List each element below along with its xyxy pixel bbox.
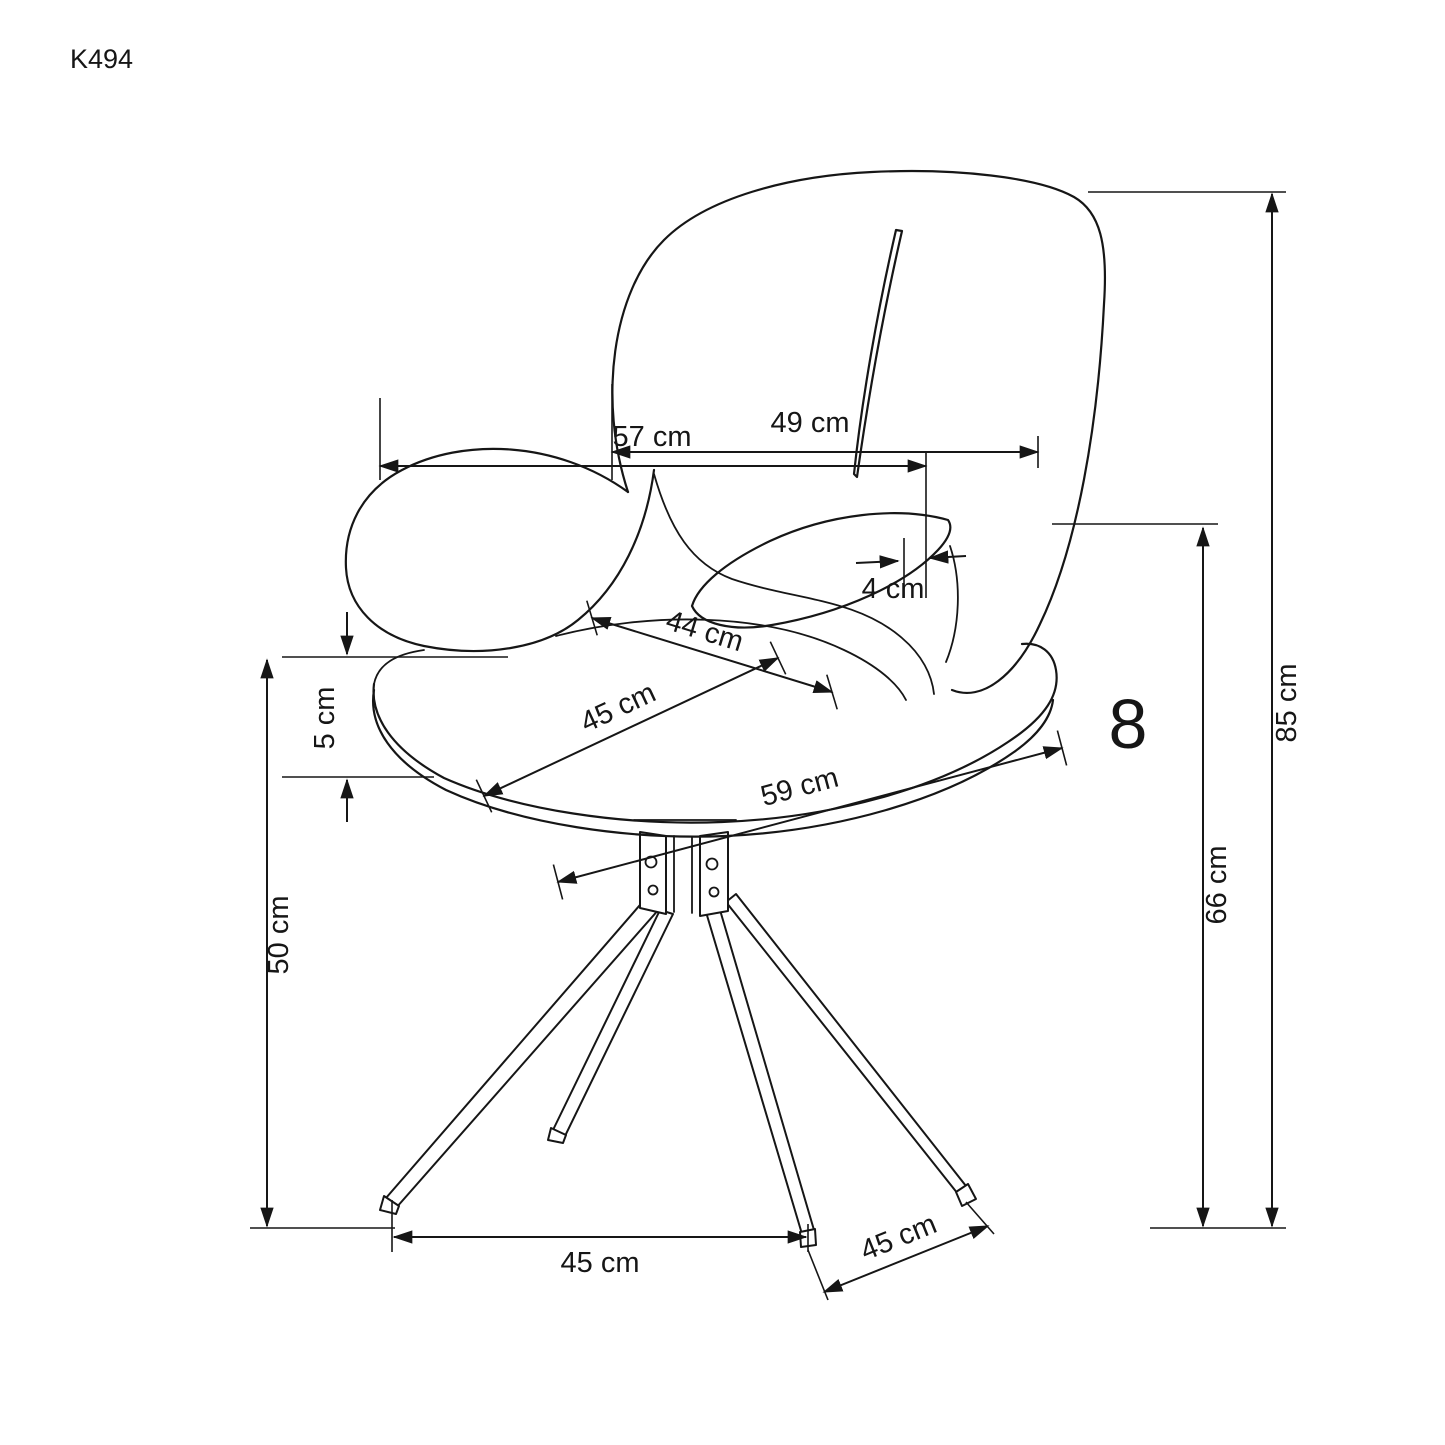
dim-seat-thickness-label: 5 cm [309, 687, 341, 750]
dim-line [556, 746, 1064, 884]
dim-base-width-label: 45 cm [561, 1247, 640, 1279]
dim-seat-height: 50 cm [250, 658, 395, 1229]
seat-rim [372, 642, 1058, 824]
chair-legs [379, 893, 977, 1248]
armrest-right-support [945, 545, 959, 663]
dim-total-depth-label: 59 cm [757, 762, 842, 813]
dim-base-depth-label: 45 cm [856, 1208, 941, 1267]
foot-back-right [955, 1183, 977, 1207]
dim-total-height-label: 85 cm [1271, 664, 1303, 743]
model-code-label: K494 [70, 44, 133, 74]
chair-figure [344, 169, 1107, 1248]
figure-number: 8 [1109, 685, 1148, 763]
dim-base-depth: 45 cm [807, 1201, 995, 1301]
leg-back-right [725, 893, 967, 1195]
dim-base-width: 45 cm [391, 1200, 809, 1279]
dim-seat-thickness: 5 cm [282, 612, 508, 822]
armrest-left [344, 447, 656, 653]
foot-back-left [547, 1127, 567, 1144]
dim-line [822, 1225, 990, 1293]
dim-total-height: 85 cm [1088, 191, 1303, 1229]
dim-arrow-left [855, 555, 900, 569]
dim-line [590, 617, 834, 693]
seat-bottom-edge [372, 688, 1055, 838]
armrest-right [690, 512, 952, 629]
bracket-screw-4 [708, 886, 720, 898]
bracket-left-plate [639, 831, 667, 915]
leg-front-right [705, 909, 815, 1235]
dim-armrest-height: 66 cm [1052, 523, 1233, 1228]
leg-front-left [385, 897, 661, 1209]
dim-seat-depth-label: 44 cm [662, 605, 747, 659]
dim-top-width-label: 57 cm [613, 421, 692, 453]
backrest-stitch-line [852, 228, 904, 479]
dim-total-depth: 59 cm [552, 730, 1068, 900]
dim-armrest-thickness: 4 cm [855, 452, 967, 605]
dim-seat-width: 45 cm [475, 641, 787, 813]
backrest-outline [611, 169, 1107, 694]
bracket-screw-2 [647, 884, 659, 896]
dim-back-width: 49 cm [610, 384, 1040, 480]
dim-armrest-height-label: 66 cm [1201, 846, 1233, 925]
seat-back-junction [653, 473, 935, 695]
dim-arrow-right [928, 550, 967, 564]
dim-armrest-thickness-label: 4 cm [862, 573, 925, 605]
dim-line [482, 657, 780, 797]
dim-seat-width-label: 45 cm [576, 677, 661, 739]
dim-back-width-label: 49 cm [771, 407, 850, 439]
seat-left-top-edge [373, 649, 425, 685]
foot-front-left [379, 1195, 400, 1215]
dim-seat-height-label: 50 cm [263, 896, 295, 975]
bracket-right-plate [699, 831, 729, 917]
